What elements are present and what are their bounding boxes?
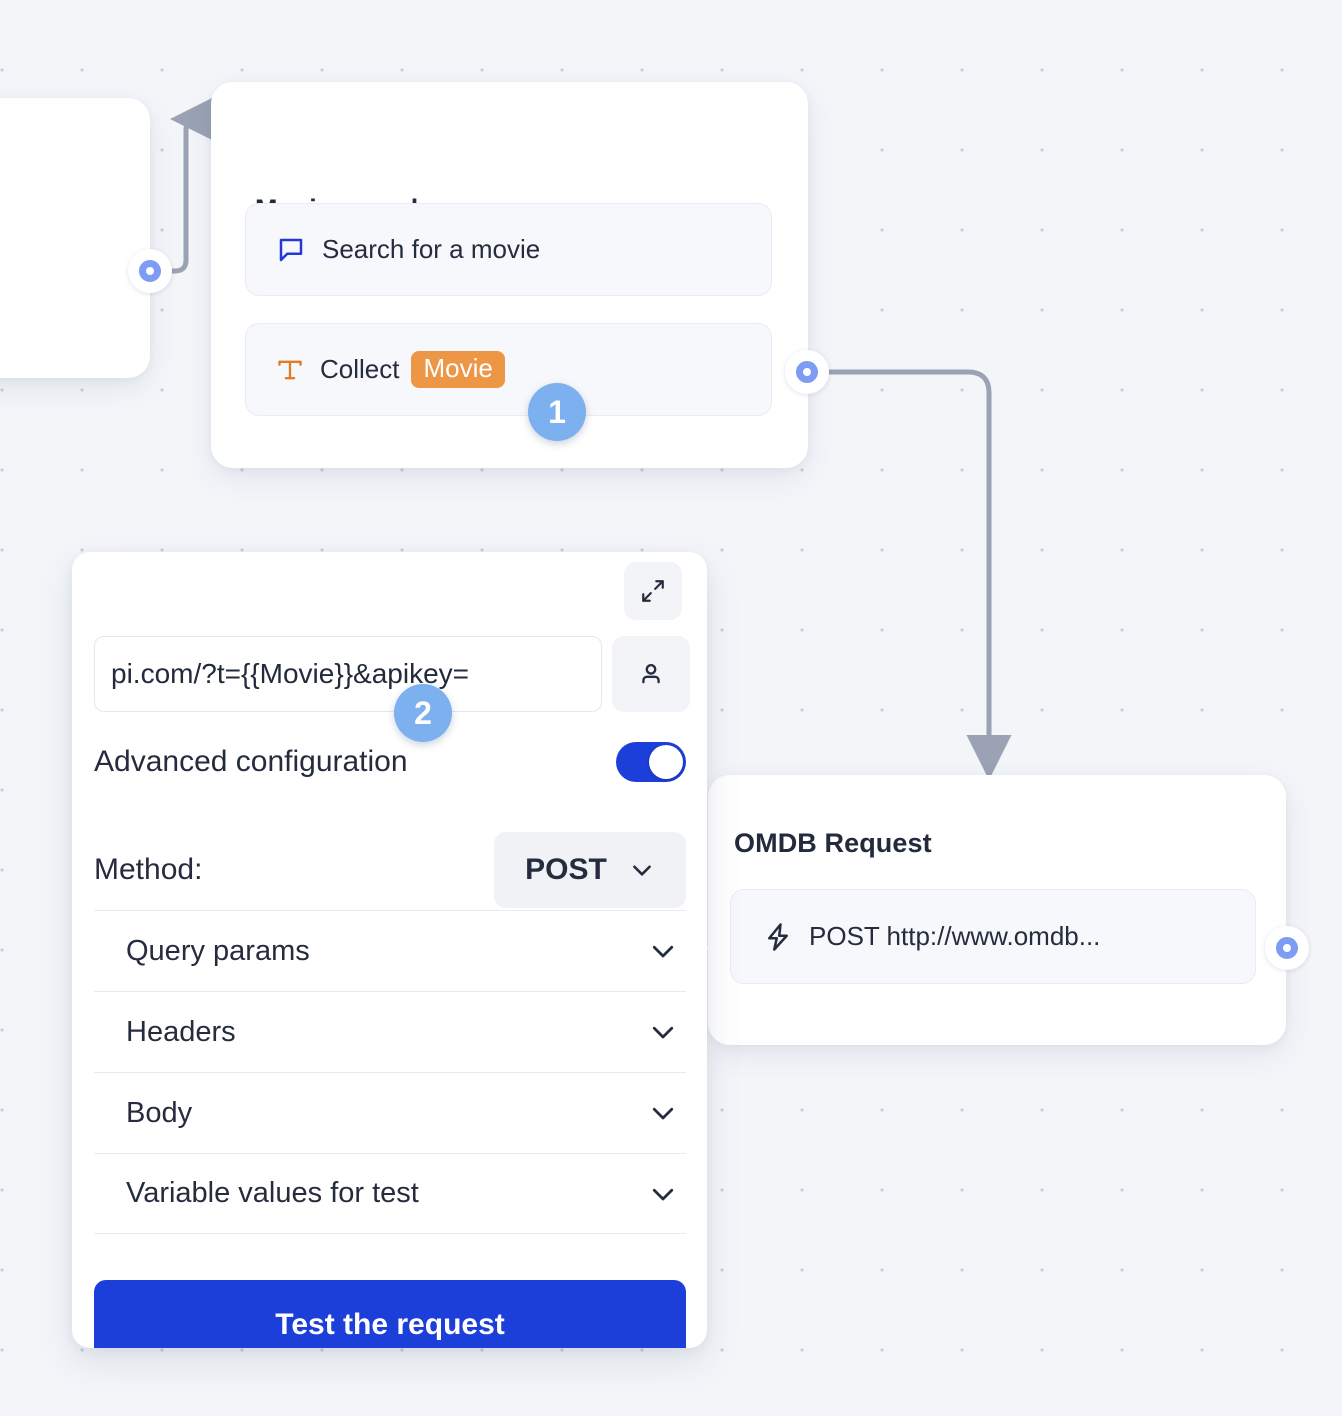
- chat-bubble-icon: [276, 235, 306, 265]
- node-row-label: Collect Movie: [320, 351, 505, 388]
- method-select[interactable]: POST: [494, 832, 686, 908]
- variable-chip-movie[interactable]: Movie: [411, 351, 505, 388]
- lightning-bolt-icon: [763, 921, 793, 953]
- expand-arrows-icon: [640, 578, 666, 604]
- section-body[interactable]: Body: [94, 1072, 686, 1153]
- method-row: Method: POST: [94, 832, 686, 908]
- chevron-down-icon[interactable]: [648, 1098, 678, 1128]
- user-variables-button[interactable]: [612, 636, 690, 712]
- advanced-configuration-row[interactable]: Advanced configuration: [94, 742, 686, 782]
- method-label: Method:: [94, 853, 203, 886]
- node-row-collect-movie[interactable]: Collect Movie: [245, 323, 772, 416]
- test-the-request-button[interactable]: Test the request: [94, 1280, 686, 1348]
- section-label: Body: [126, 1096, 193, 1129]
- section-label: Variable values for test: [126, 1177, 419, 1209]
- expand-panel-button[interactable]: [624, 562, 682, 620]
- url-field-group[interactable]: [94, 636, 690, 712]
- advanced-configuration-toggle[interactable]: [616, 742, 686, 782]
- section-variable-values-for-test[interactable]: Variable values for test: [94, 1153, 686, 1234]
- step-badge-2: 2: [394, 684, 452, 742]
- step-badge-1: 1: [528, 383, 586, 441]
- method-value: POST: [525, 853, 607, 886]
- configuration-sections: Query params Headers Body Variable value…: [94, 910, 686, 1234]
- advanced-configuration-label: Advanced configuration: [94, 745, 408, 778]
- collect-label: Collect: [320, 354, 400, 384]
- section-label: Query params: [126, 934, 310, 967]
- node-row-search-for-a-movie[interactable]: Search for a movie: [245, 203, 772, 296]
- node-row-post-request[interactable]: POST http://www.omdb...: [730, 889, 1256, 984]
- section-label: Headers: [126, 1015, 236, 1048]
- node-movie-search[interactable]: Movie search Search for a movie Collect …: [211, 82, 808, 468]
- chevron-down-icon[interactable]: [648, 1017, 678, 1047]
- chevron-down-icon[interactable]: [648, 1179, 678, 1209]
- chevron-down-icon[interactable]: [648, 936, 678, 966]
- request-url-input[interactable]: [94, 636, 602, 712]
- text-t-icon: [276, 355, 304, 385]
- node-row-label: POST http://www.omdb...: [809, 921, 1101, 951]
- request-configuration-panel[interactable]: Advanced configuration Method: POST Quer…: [72, 552, 707, 1348]
- node-omdb-request[interactable]: OMDB Request POST http://www.omdb...: [694, 775, 1286, 1045]
- port-output-movie-search[interactable]: [785, 350, 829, 394]
- previous-node-card[interactable]: [0, 98, 150, 378]
- port-output-previous-node[interactable]: [128, 249, 172, 293]
- user-icon: [637, 660, 665, 688]
- port-output-omdb-request[interactable]: [1265, 926, 1309, 970]
- node-omdb-request-title: OMDB Request: [734, 828, 932, 858]
- toggle-knob: [649, 745, 683, 779]
- node-row-label: Search for a movie: [322, 234, 541, 264]
- section-headers[interactable]: Headers: [94, 991, 686, 1072]
- section-query-params[interactable]: Query params: [94, 910, 686, 991]
- chevron-down-icon: [629, 857, 655, 883]
